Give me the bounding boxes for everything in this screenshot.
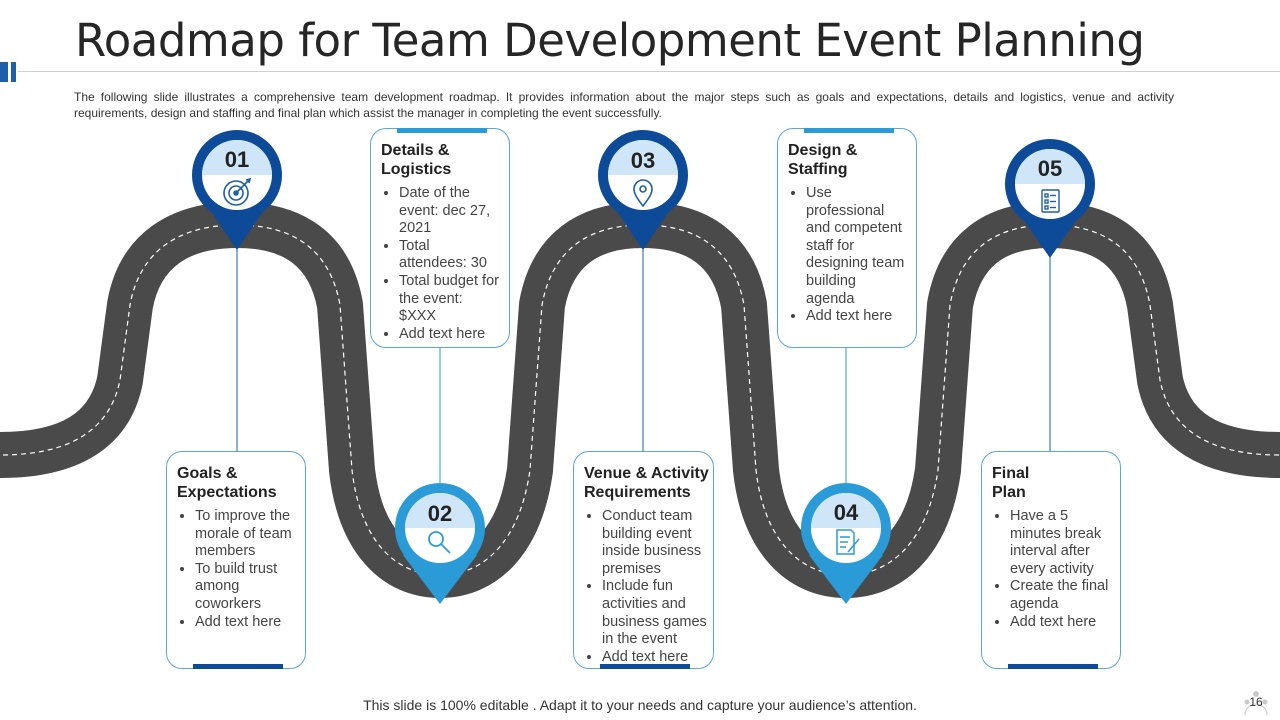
magnifier-icon — [428, 531, 451, 554]
step-card-venue: Venue & Activity Requirements Conduct te… — [573, 451, 714, 669]
step-bullet-list: Date of the event: dec 27, 2021 Total at… — [381, 185, 501, 343]
list-item: Total budget for the event: $XXX — [399, 273, 501, 326]
step-number-02: 02 — [427, 501, 453, 526]
card-accent-tab — [600, 664, 690, 669]
list-item: Create the final agenda — [1010, 578, 1112, 613]
list-item: Add text here — [1010, 614, 1112, 632]
step-heading: Final Plan — [992, 465, 1030, 501]
step-card-design: Design & Staffing Use professional and c… — [777, 128, 917, 348]
list-item: Add text here — [195, 614, 297, 632]
step-heading: Goals & Expectations — [177, 465, 277, 501]
step-heading: Details & Logistics — [381, 142, 452, 178]
title-divider — [18, 71, 1280, 72]
card-accent-tab — [193, 664, 283, 669]
list-item: Total attendees: 30 — [399, 238, 501, 273]
slide-title: Roadmap for Team Development Event Plann… — [75, 14, 1145, 67]
list-item: Include fun activities and business game… — [602, 578, 709, 648]
team-icon — [1244, 691, 1268, 716]
marker-01 — [192, 130, 282, 250]
card-accent-tab — [397, 128, 487, 133]
marker-03 — [598, 130, 688, 250]
step-bullet-list: Use professional and competent staff for… — [788, 185, 908, 326]
title-accent-bar-small — [11, 62, 16, 82]
step-card-goals: Goals & Expectations To improve the mora… — [166, 451, 306, 669]
page-number: 16 — [1249, 695, 1263, 709]
checklist-icon — [1041, 189, 1060, 213]
step-number-04: 04 — [833, 500, 859, 525]
step-bullet-list: To improve the morale of team members To… — [177, 508, 297, 631]
step-bullet-list: Conduct team building event inside busin… — [584, 508, 709, 666]
list-item: Have a 5 minutes break interval after ev… — [1010, 508, 1112, 578]
list-item: To improve the morale of team members — [195, 508, 297, 561]
step-number-05: 05 — [1037, 156, 1063, 181]
page-number-badge: 16 — [1241, 688, 1271, 716]
footer-note: This slide is 100% editable . Adapt it t… — [363, 697, 917, 713]
location-pin-icon — [633, 179, 653, 208]
step-bullet-list: Have a 5 minutes break interval after ev… — [992, 508, 1112, 631]
list-item: Use professional and competent staff for… — [806, 185, 908, 308]
step-heading: Design & Staffing — [788, 142, 858, 178]
step-number-03: 03 — [630, 148, 656, 173]
title-accent-bar — [0, 62, 8, 82]
marker-05 — [1005, 139, 1095, 258]
card-accent-tab — [804, 128, 894, 133]
step-heading: Venue & Activity Requirements — [584, 465, 709, 501]
list-item: Add text here — [602, 649, 709, 667]
step-number-01: 01 — [224, 147, 250, 172]
marker-04 — [801, 483, 891, 604]
slide-subtitle: The following slide illustrates a compre… — [74, 90, 1174, 120]
list-item: Add text here — [806, 308, 908, 326]
step-card-details: Details & Logistics Date of the event: d… — [370, 128, 510, 348]
document-pen-icon — [836, 529, 860, 555]
list-item: Date of the event: dec 27, 2021 — [399, 185, 501, 238]
list-item: Add text here — [399, 326, 501, 344]
step-card-final-plan: Final Plan Have a 5 minutes break interv… — [981, 451, 1121, 669]
card-accent-tab — [1008, 664, 1098, 669]
marker-02 — [395, 483, 485, 604]
list-item: To build trust among coworkers — [195, 561, 297, 614]
target-icon — [223, 177, 252, 206]
list-item: Conduct team building event inside busin… — [602, 508, 709, 578]
